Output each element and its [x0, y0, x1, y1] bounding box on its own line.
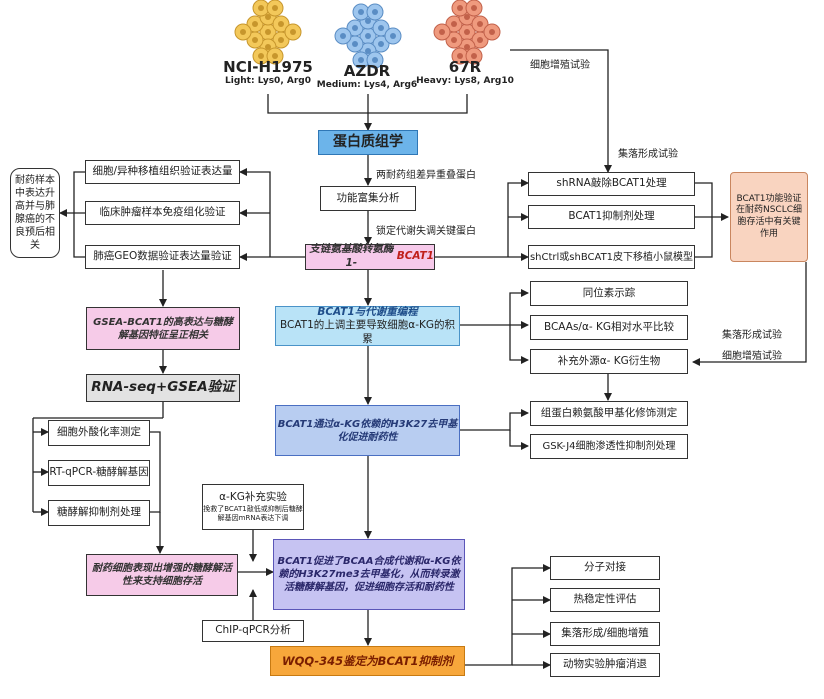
h3k27-box: BCAT1通过α-KG依赖的H3K27去甲基化促进耐药性	[275, 405, 460, 456]
glycolysis-enhanced-box: 耐药细胞表现出增强的糖酵解活性来支持细胞存活	[86, 554, 238, 596]
isotope-tracing-box: 同位素示踪	[530, 281, 688, 306]
ecar-box: 细胞外酸化率测定	[48, 420, 150, 446]
cell-name-2: AZDR	[343, 62, 391, 80]
rtqpcr-box: RT-qPCR-糖酵解基因	[48, 460, 150, 486]
animal-experiment-box: 动物实验肿瘤消退	[550, 653, 660, 677]
label-lock-metab: 锁定代谢失调关键蛋白	[376, 226, 476, 237]
metabolic-reprogram-box: BCAT1与代谢重编程 BCAT1的上调主要导致细胞α-KG的积累	[275, 306, 460, 346]
bcat1-box: 支链氨基酸转氨酶1-BCAT1	[305, 243, 435, 270]
bcat1-suffix: BCAT1	[396, 250, 434, 263]
cell-cluster-1	[234, 0, 302, 65]
bcat1-prefix: 支链氨基酸转氨酶1-	[309, 243, 394, 269]
cell-label-2: Medium: Lys4, Arg6	[316, 80, 418, 90]
cell-name-1: NCI-H1975	[223, 58, 313, 76]
function-verify-box: BCAT1功能验证在耐药NSCLC细胞存活中有关键作用	[730, 172, 808, 262]
gsea-box: GSEA-BCAT1的高表达与糖酵解基因特征呈正相关	[86, 307, 240, 350]
proteomics-box: 蛋白质组学	[318, 130, 418, 155]
enrichment-box: 功能富集分析	[320, 186, 416, 211]
label-colony-mid: 集落形成试验	[618, 149, 678, 160]
akg-derivative-box: 补充外源α- KG衍生物	[530, 349, 688, 374]
mouse-model-box: shCtrl或shBCAT1皮下移植小鼠模型	[528, 245, 695, 269]
metab-title: BCAT1与代谢重编程	[317, 305, 418, 318]
cell-label-1: Light: Lys0, Arg0	[225, 76, 311, 86]
akg-detail: 挽救了BCAT1敲低或抑制后糖酵解基因mRNA表达下调	[203, 505, 303, 522]
label-diff-proteins: 两耐药组差异重叠蛋白	[376, 170, 476, 181]
wqq345-box: WQQ-345鉴定为BCAT1抑制剂	[270, 646, 465, 676]
resistance-prognosis-note: 耐药样本中表达升高并与肺腺癌的不良预后相关	[10, 168, 60, 258]
bcaa-main-box: BCAT1促进了BCAA合成代谢和α-KG依赖的H3K27me3去甲基化，从而转…	[273, 539, 465, 610]
label-colony-right: 集落形成试验	[722, 330, 782, 341]
cell-name-3: 67R	[448, 58, 482, 76]
metab-subtitle: BCAT1的上调主要导致细胞α-KG的积累	[279, 319, 456, 345]
geo-validation-box: 肺癌GEO数据验证表达量验证	[85, 245, 240, 269]
shrna-box: shRNA敲除BCAT1处理	[528, 172, 695, 196]
thermal-stability-box: 热稳定性评估	[550, 588, 660, 612]
inhibitor-treatment-box: BCAT1抑制剂处理	[528, 205, 695, 229]
cell-cluster-3	[433, 0, 501, 65]
glycolysis-inhibitor-box: 糖酵解抑制剂处理	[48, 500, 150, 526]
cell-cluster-art	[234, 0, 501, 69]
xenograft-box: 细胞/异种移植组织验证表达量	[85, 160, 240, 184]
rnaseq-gsea-box: RNA-seq+GSEA验证	[86, 374, 240, 402]
colony-proliferation-box: 集落形成/细胞增殖	[550, 622, 660, 646]
gskj4-box: GSK-J4细胞渗透性抑制剂处理	[530, 434, 688, 459]
label-prolif-right: 细胞增殖试验	[722, 351, 782, 362]
clinical-ihc-box: 临床肿瘤样本免疫组化验证	[85, 201, 240, 225]
docking-box: 分子对接	[550, 556, 660, 580]
akg-title: α-KG补充实验	[219, 491, 287, 504]
label-proliferation-top: 细胞增殖试验	[530, 60, 590, 71]
histone-methylation-box: 组蛋白赖氨酸甲基化修饰测定	[530, 401, 688, 426]
cell-label-3: Heavy: Lys8, Arg10	[416, 76, 514, 86]
bcaa-akg-ratio-box: BCAAs/α- KG相对水平比较	[530, 315, 688, 340]
chip-qpcr-box: ChIP-qPCR分析	[202, 620, 304, 642]
akg-supplement-box: α-KG补充实验 挽救了BCAT1敲低或抑制后糖酵解基因mRNA表达下调	[202, 484, 304, 530]
cell-cluster-2	[334, 3, 402, 69]
